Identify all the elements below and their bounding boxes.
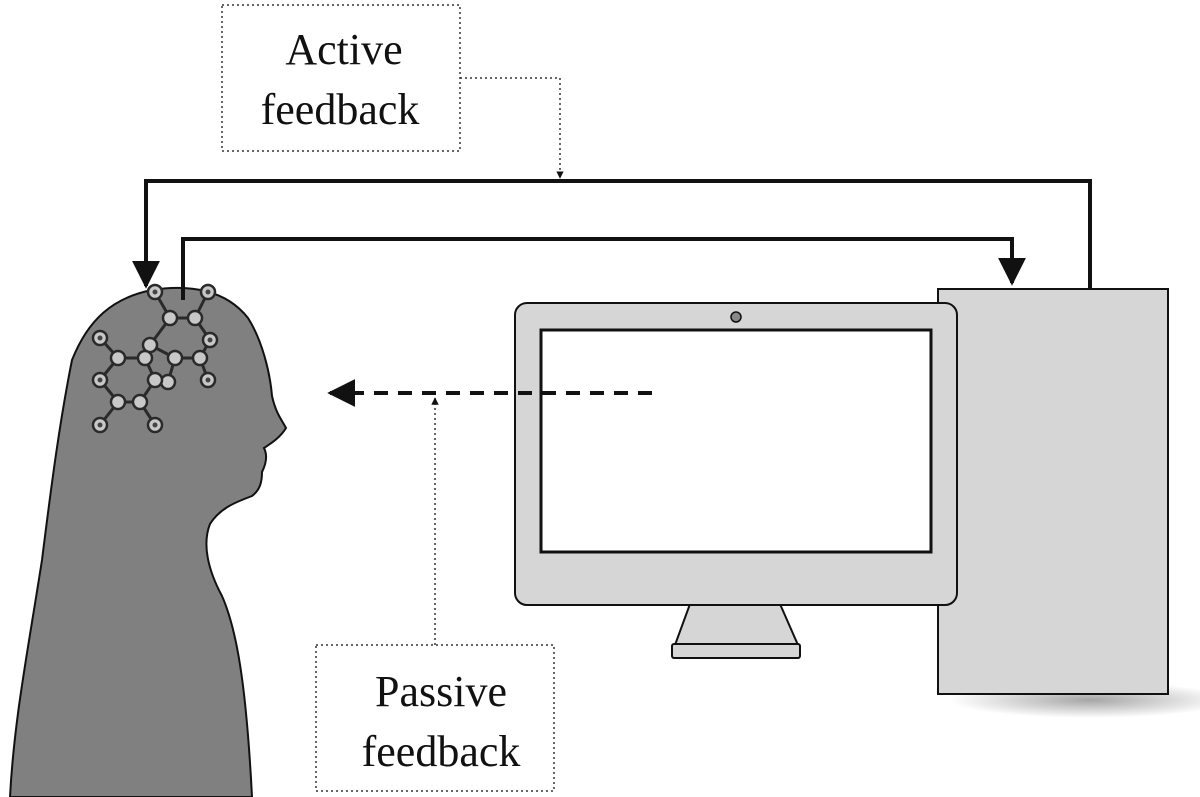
active-feedback-loop-arrow — [132, 179, 1092, 289]
active-feedback-label-line2: feedback — [261, 85, 420, 134]
passive-feedback-label-line2: feedback — [362, 727, 521, 776]
webcam-icon — [730, 311, 742, 323]
head-silhouette-icon — [8, 286, 288, 797]
passive-feedback-box — [315, 644, 555, 792]
passive-feedback-label-line1: Passive — [375, 667, 507, 716]
eeg-signal-loop-arrow — [181, 237, 1026, 300]
computer-tower-icon — [937, 288, 1169, 695]
monitor-screen — [539, 328, 933, 554]
active-feedback-label-line1: Active — [285, 25, 402, 74]
active-feedback-connector — [460, 77, 564, 179]
active-feedback-box — [221, 4, 461, 152]
monitor-icon — [514, 302, 958, 659]
electrode-centers — [97, 289, 213, 428]
